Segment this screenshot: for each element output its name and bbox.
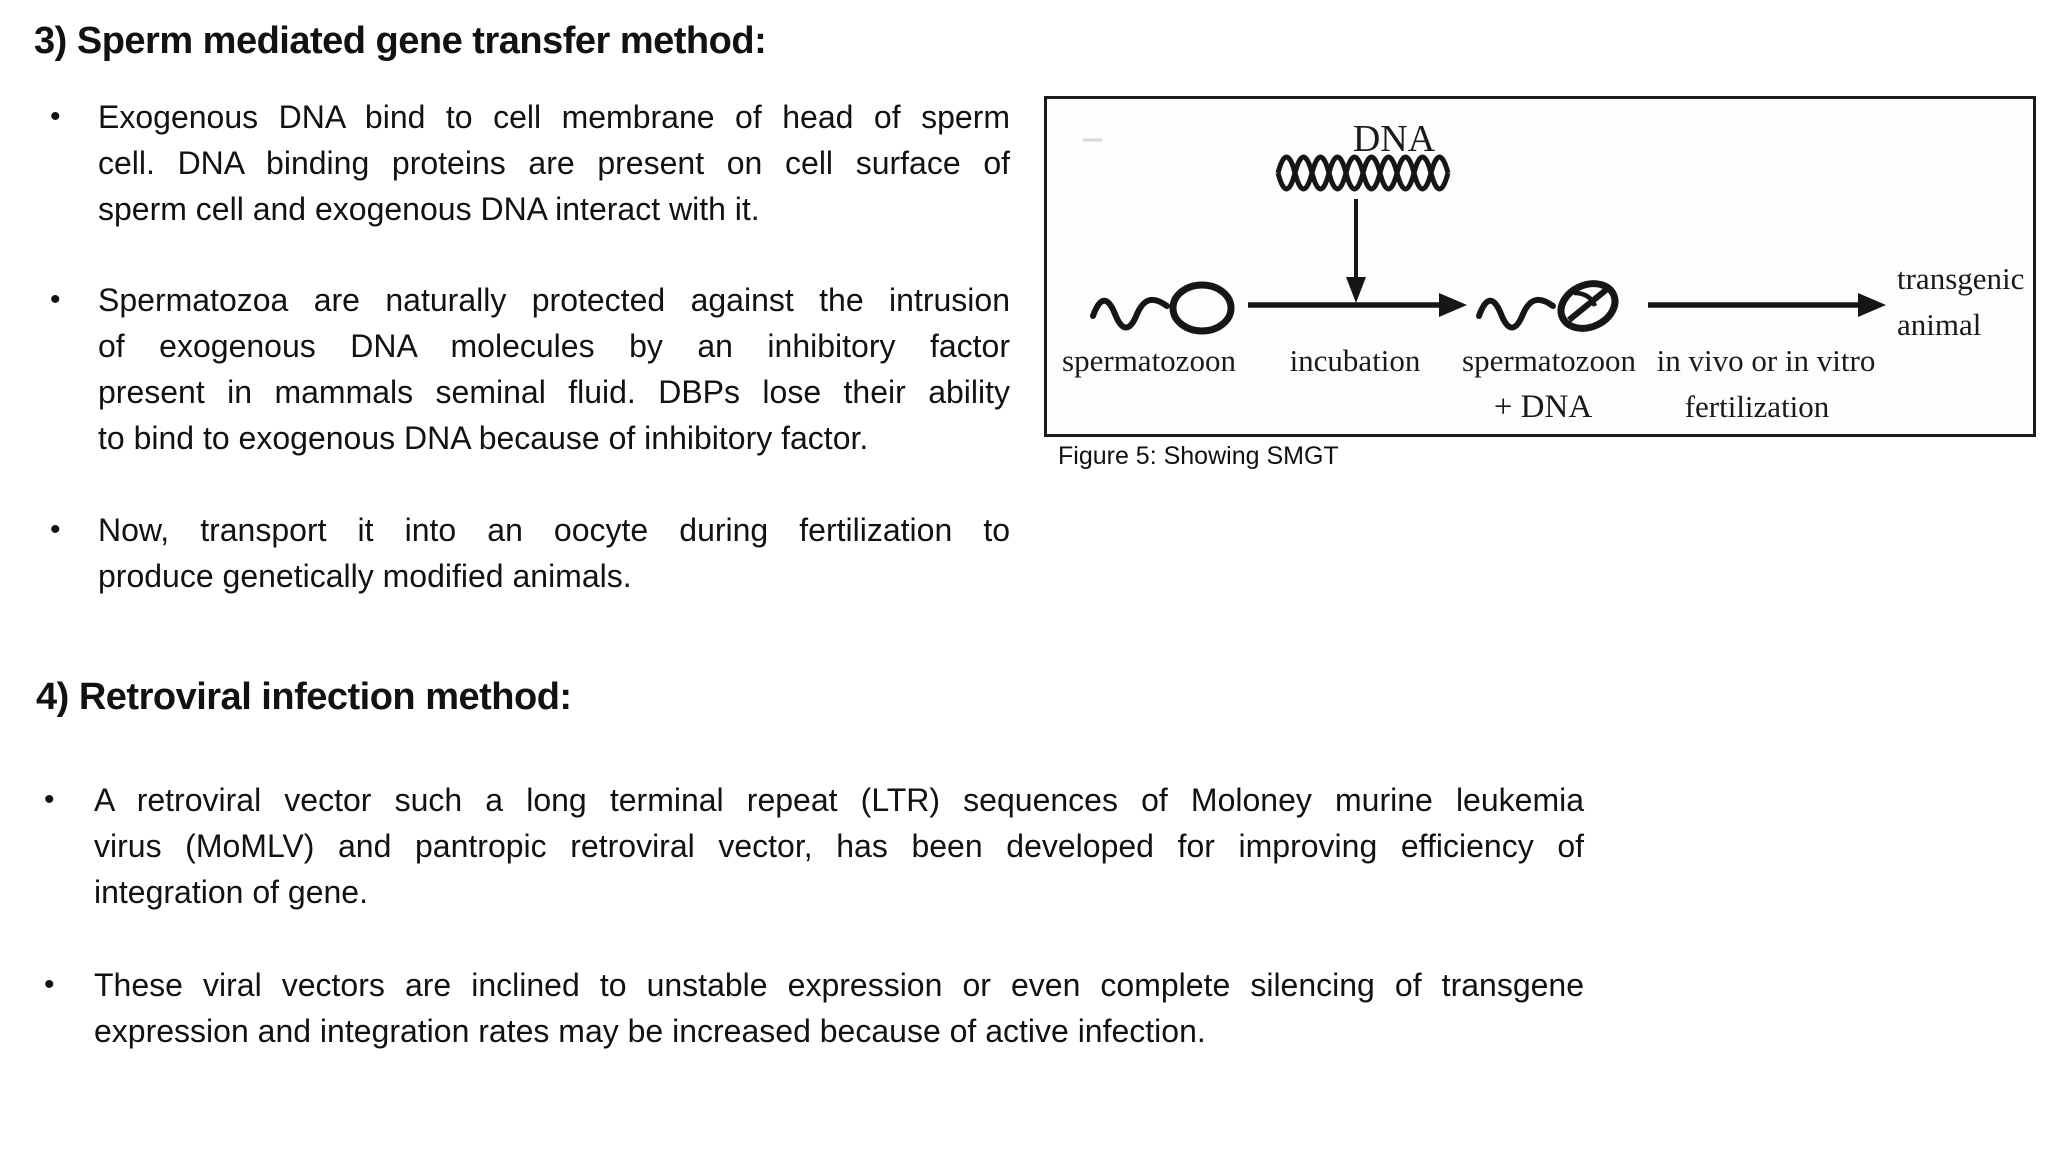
bullet-text: Exogenous DNA bind to cell membrane of h… [98,94,1010,232]
bullet-marker: • [50,283,61,316]
bullet-marker: • [44,783,55,816]
sperm-icon [1090,281,1235,335]
spermatozoon-dna-label: spermatozoon [1462,343,1636,378]
section-4-heading: 4) Retroviral infection method: [36,676,572,718]
bullet-line: present in mammals seminal fluid. DBPs l… [98,374,1010,410]
bullet-text: Spermatozoa are naturally protected agai… [98,277,1010,461]
bullet-line: to bind to exogenous DNA because of inhi… [98,420,869,456]
in-vivo-in-vitro-label: in vivo or in vitro [1657,343,1876,378]
bullet-marker: • [50,100,61,133]
arrow-right-icon [1248,293,1467,317]
dna-helix-icon [1275,154,1451,192]
bullet-line: produce genetically modified animals. [98,558,632,594]
plus-dna-label: + DNA [1494,389,1593,425]
dna-label: DNA [1353,118,1436,160]
bullet-line: A retroviral vector such a long terminal… [94,782,1584,818]
bullet-line: of exogenous DNA molecules by an inhibit… [98,328,1010,364]
bullet-line: sperm cell and exogenous DNA interact wi… [98,191,760,227]
sperm-with-dna-icon [1476,280,1619,332]
fertilization-label: fertilization [1685,389,1830,424]
smgt-diagram: DNA [1062,118,2024,425]
figure-smgt: DNA [1044,96,2036,437]
bullet-text: Now, transport it into an oocyte during … [98,507,1010,599]
bullet-line: Exogenous DNA bind to cell membrane of h… [98,99,1010,135]
bullet-line: expression and integration rates may be … [94,1013,1206,1049]
bullet-text: A retroviral vector such a long terminal… [94,777,1584,915]
bullet-line: virus (MoMLV) and pantropic retroviral v… [94,828,1584,864]
bullet-line: cell. DNA binding proteins are present o… [98,145,1010,181]
bullet-item: • A retroviral vector such a long termin… [44,777,1590,915]
animal-label: animal [1897,307,1981,342]
bullet-item: • Exogenous DNA bind to cell membrane of… [50,94,1010,232]
bullet-line: integration of gene. [94,874,368,910]
bullet-marker: • [44,968,55,1001]
bullet-item: • Now, transport it into an oocyte durin… [50,507,1010,599]
bullet-line: These viral vectors are inclined to unst… [94,967,1584,1003]
section-3-heading: 3) Sperm mediated gene transfer method: [34,20,767,62]
bullet-line: Spermatozoa are naturally protected agai… [98,282,1010,318]
arrow-down-icon [1346,199,1366,303]
bullet-marker: • [50,513,61,546]
figure-caption: Figure 5: Showing SMGT [1058,442,1339,470]
spermatozoon-label: spermatozoon [1062,343,1236,378]
bullet-item: • These viral vectors are inclined to un… [44,962,1590,1054]
bullet-text: These viral vectors are inclined to unst… [94,962,1584,1054]
bullet-item: • Spermatozoa are naturally protected ag… [50,277,1010,461]
incubation-label: incubation [1290,343,1421,378]
transgenic-label: transgenic [1897,261,2024,296]
arrow-right-icon [1648,293,1886,317]
bullet-line: Now, transport it into an oocyte during … [98,512,1010,548]
